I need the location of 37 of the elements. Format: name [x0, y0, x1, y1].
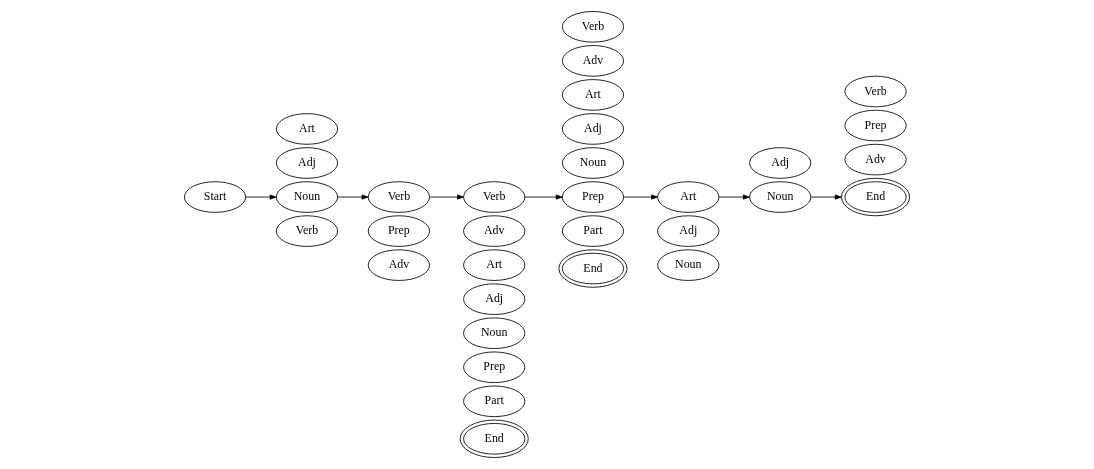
node-ellipse: Verb — [367, 181, 430, 213]
node-ellipse: Part — [463, 385, 526, 418]
node-ellipse: Art — [275, 113, 339, 145]
node-ellipse: Noun — [657, 249, 720, 281]
node-ellipse: Prep — [463, 351, 526, 384]
node-ellipse: Adj — [657, 215, 720, 247]
node-ellipse: Adj — [275, 147, 339, 179]
node-ellipse: Verb — [561, 11, 625, 43]
node-ellipse: Verb — [463, 181, 526, 213]
node-ellipse: Prep — [844, 109, 907, 142]
node-ellipse: Art — [561, 79, 625, 111]
node-ellipse: Verb — [844, 75, 907, 108]
node-ellipse: Verb — [275, 215, 339, 247]
arrow — [429, 194, 464, 200]
node-ellipse: Art — [657, 181, 720, 213]
arrow — [718, 194, 750, 200]
arrow — [524, 194, 563, 200]
node-ellipse: Adv — [463, 215, 526, 247]
arrow — [623, 194, 658, 200]
node-ellipse: Adv — [844, 143, 907, 176]
node-ellipse: Adj — [561, 113, 625, 145]
node-ellipse: Adj — [463, 283, 526, 315]
node-ellipse: Adj — [749, 147, 812, 179]
node-ellipse: Noun — [275, 181, 339, 213]
node-ellipse: Prep — [561, 181, 625, 213]
arrow — [810, 194, 842, 200]
node-ellipse: Art — [463, 249, 526, 281]
node-ellipse: Adv — [561, 45, 625, 77]
node-ellipse: Prep — [367, 215, 430, 247]
node-ellipse: Noun — [749, 181, 812, 213]
node-ellipse: Noun — [561, 147, 625, 179]
node-ellipse: Part — [561, 215, 625, 247]
node-ellipse: Noun — [463, 317, 526, 349]
node-ellipse: Adv — [367, 249, 430, 281]
node-ellipse: Start — [183, 181, 247, 213]
arrow — [245, 194, 277, 200]
arrow — [337, 194, 369, 200]
